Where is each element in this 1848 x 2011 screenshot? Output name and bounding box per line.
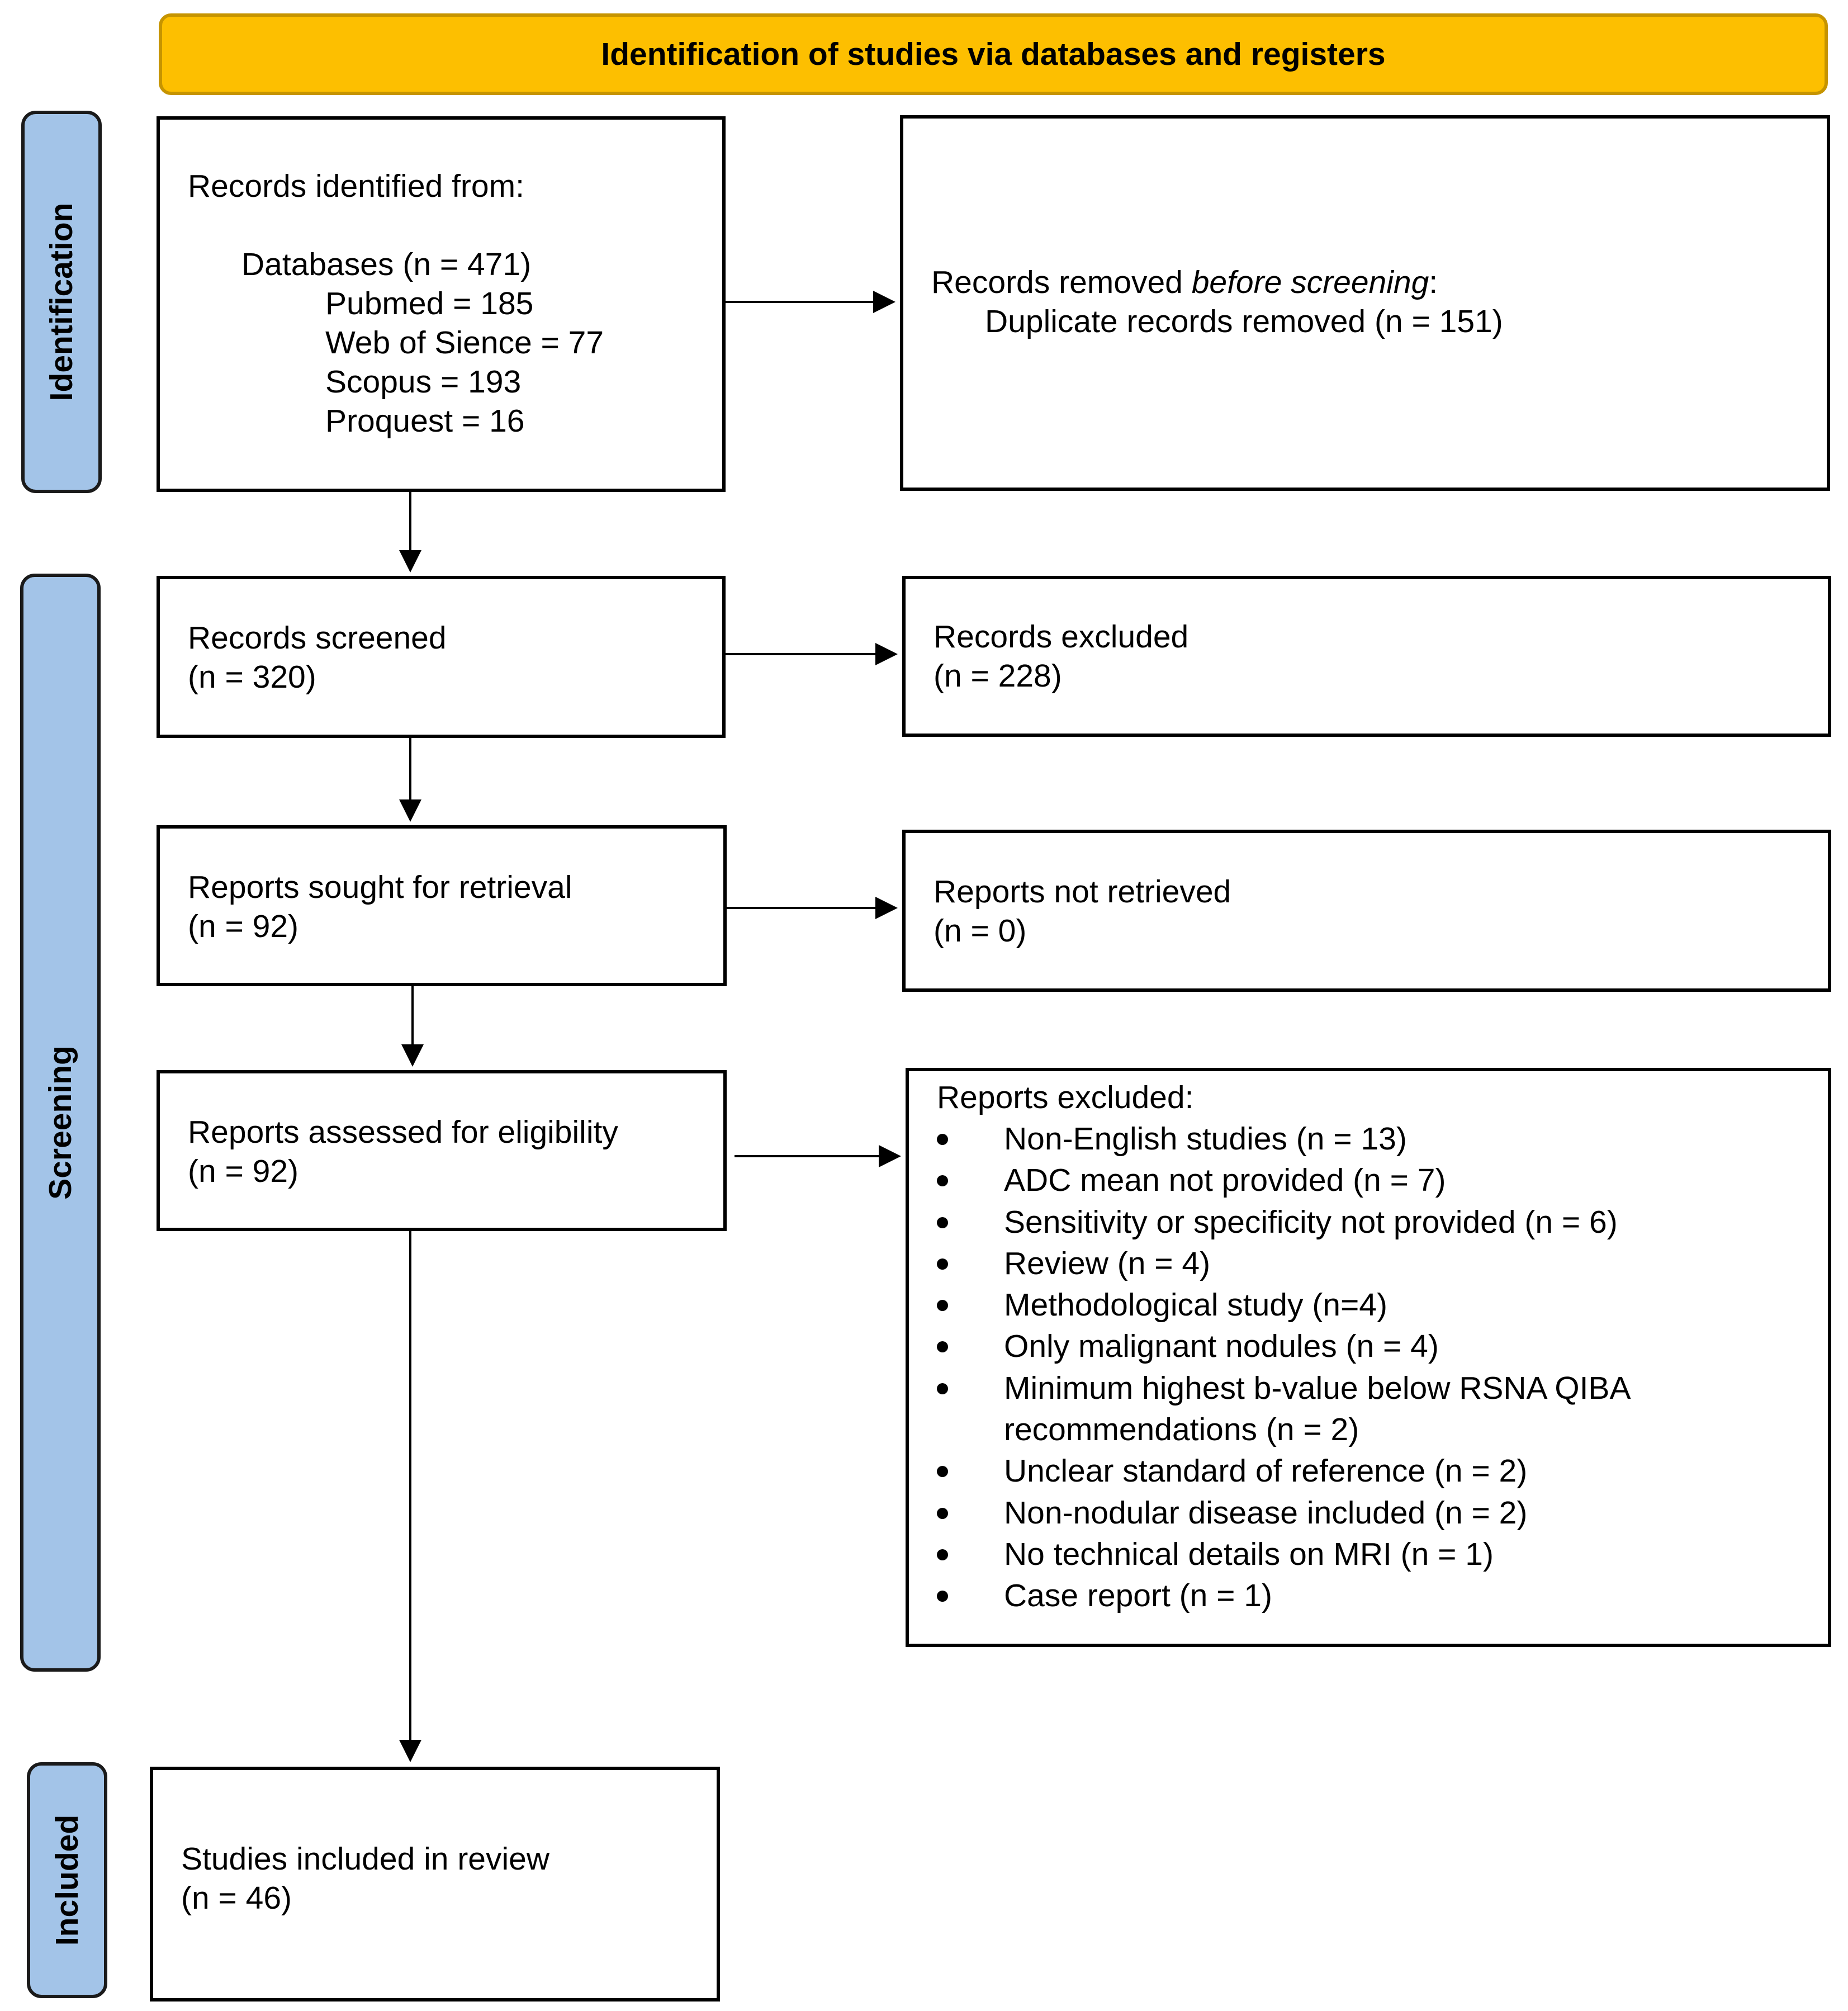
- bullet-icon: [937, 1341, 948, 1353]
- studies-included-box: [150, 1767, 720, 2001]
- exclusion-reason: Case report (n = 1): [937, 1575, 1631, 1616]
- bullet-icon: [937, 1217, 948, 1228]
- banner-title: Identification of studies via databases …: [601, 36, 1386, 72]
- exclusion-reason-text: ADC mean not provided (n = 7): [1004, 1162, 1446, 1199]
- records-screened-count: (n = 320): [188, 659, 316, 695]
- bullet-icon: [937, 1549, 948, 1560]
- records-identified-box: [157, 116, 726, 492]
- exclusion-reason: Methodological study (n=4): [937, 1284, 1631, 1326]
- exclusion-reason: Non-nodular disease included (n = 2): [937, 1492, 1631, 1534]
- records-excluded-box: [902, 576, 1831, 737]
- exclusion-reason-text: Unclear standard of reference (n = 2): [1004, 1453, 1528, 1489]
- exclusion-reason-text: Non-English studies (n = 13): [1004, 1121, 1407, 1157]
- exclusion-reason-text: Sensitivity or specificity not provided …: [1004, 1204, 1618, 1240]
- reports-not-retrieved-label: Reports not retrieved: [934, 874, 1231, 910]
- source-proquest: Proquest = 16: [325, 403, 525, 439]
- records-removed-box: [900, 115, 1830, 491]
- exclusion-reason-text: Case report (n = 1): [1004, 1578, 1272, 1614]
- exclusion-reason: Minimum highest b-value below RSNA QIBA: [937, 1368, 1631, 1409]
- records-excluded-label: Records excluded: [934, 619, 1189, 655]
- records-screened-box: [157, 576, 726, 738]
- bullet-icon: [937, 1383, 948, 1394]
- exclusion-reason: recommendations (n = 2): [937, 1409, 1631, 1450]
- bullet-icon: [937, 1175, 948, 1187]
- source-pubmed: Pubmed = 185: [325, 286, 534, 321]
- exclusion-reason: Non-English studies (n = 13): [937, 1118, 1631, 1160]
- source-web-of-science: Web of Sience = 77: [325, 325, 604, 361]
- records-excluded-count: (n = 228): [934, 658, 1062, 694]
- exclusion-reasons-list: Non-English studies (n = 13) ADC mean not…: [937, 1118, 1631, 1617]
- bullet-icon: [937, 1300, 948, 1312]
- exclusion-reason-text: Minimum highest b-value below RSNA QIBA: [1004, 1370, 1631, 1406]
- section-banner: Identification of studies via databases …: [159, 13, 1828, 95]
- exclusion-reason: Unclear standard of reference (n = 2): [937, 1450, 1631, 1492]
- exclusion-reason: ADC mean not provided (n = 7): [937, 1160, 1631, 1201]
- reports-sought-label: Reports sought for retrieval: [188, 869, 572, 905]
- reports-not-retrieved-count: (n = 0): [934, 913, 1027, 949]
- phase-identification: Identification: [21, 111, 102, 493]
- exclusion-reason-text: recommendations (n = 2): [1004, 1412, 1359, 1448]
- exclusion-reason: No technical details on MRI (n = 1): [937, 1534, 1631, 1575]
- source-scopus: Scopus = 193: [325, 364, 522, 400]
- studies-included-label: Studies included in review: [181, 1841, 550, 1877]
- exclusion-reason-text: Only malignant nodules (n = 4): [1004, 1328, 1439, 1365]
- reports-not-retrieved-box: [902, 830, 1831, 992]
- exclusion-reason: Only malignant nodules (n = 4): [937, 1326, 1631, 1367]
- records-identified-databases: Databases (n = 471): [241, 247, 532, 282]
- records-screened-label: Records screened: [188, 620, 447, 656]
- records-removed-heading: Records removed before screening:: [931, 264, 1438, 300]
- reports-excluded-box: [906, 1068, 1831, 1647]
- exclusion-reason-text: Non-nodular disease included (n = 2): [1004, 1494, 1528, 1531]
- reports-sought-count: (n = 92): [188, 909, 299, 944]
- reports-excluded-heading: Reports excluded:: [937, 1080, 1194, 1115]
- records-identified-heading: Records identified from:: [188, 168, 524, 204]
- reports-assessed-label: Reports assessed for eligibility: [188, 1114, 618, 1150]
- duplicates-removed: Duplicate records removed (n = 151): [985, 304, 1503, 339]
- exclusion-reason-text: No technical details on MRI (n = 1): [1004, 1536, 1494, 1572]
- exclusion-reason-text: Methodological study (n=4): [1004, 1287, 1387, 1323]
- exclusion-reason-text: Review (n = 4): [1004, 1245, 1211, 1281]
- reports-assessed-box: [157, 1070, 727, 1231]
- bullet-icon: [937, 1258, 948, 1270]
- bullet-icon: [937, 1507, 948, 1519]
- bullet-icon: [937, 1134, 948, 1145]
- exclusion-reason: Review (n = 4): [937, 1243, 1631, 1284]
- phase-included: Included: [27, 1762, 107, 1998]
- bullet-icon: [937, 1591, 948, 1602]
- reports-assessed-count: (n = 92): [188, 1153, 299, 1189]
- reports-sought-box: [157, 825, 727, 986]
- bullet-icon: [937, 1466, 948, 1478]
- studies-included-count: (n = 46): [181, 1880, 292, 1916]
- exclusion-reason: Sensitivity or specificity not provided …: [937, 1201, 1631, 1243]
- phase-screening: Screening: [20, 574, 101, 1672]
